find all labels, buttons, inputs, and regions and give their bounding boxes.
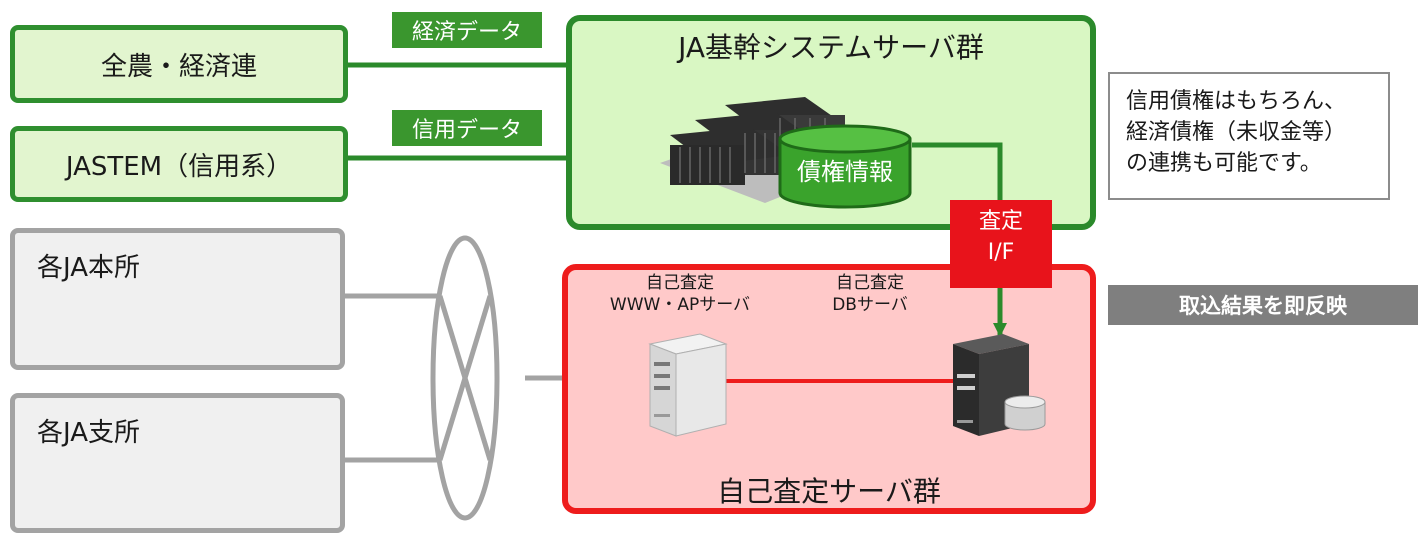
linkage-note-box: 信用債権はもちろん、 経済債権（未収金等） の連携も可能です。 (1108, 72, 1390, 200)
self-group-title: 自己査定サーバ群 (717, 475, 941, 508)
ja-honsho-box: 各JA本所 (10, 228, 345, 370)
www-ap-server-icon (648, 333, 728, 437)
shisho-label: 各JA支所 (37, 418, 140, 448)
ja-shisho-box: 各JA支所 (10, 393, 345, 533)
db-label: 債権情報 (797, 158, 893, 186)
instant-reflect-banner: 取込結果を即反映 (1108, 285, 1418, 325)
note-line-2: 経済債権（未収金等） (1126, 120, 1347, 145)
jastem-source-box: JASTEM（信用系） (10, 126, 348, 202)
note-line-1: 信用債権はもちろん、 (1126, 89, 1347, 114)
note-line-3: の連携も可能です。 (1126, 151, 1322, 176)
shinyo-data-tag: 信用データ (392, 110, 542, 146)
interface-line1: 査定 (978, 209, 1023, 234)
assessment-interface-box: 査定 I/F (950, 200, 1052, 288)
www-server-label-line1: 自己査定 (646, 273, 714, 293)
zennoh-label: 全農・経済連 (100, 51, 257, 82)
zennoh-source-box: 全農・経済連 (10, 25, 348, 103)
db-server-label: 自己査定 DBサーバ (810, 272, 930, 316)
jastem-label: JASTEM（信用系） (65, 151, 293, 182)
interface-line2: I/F (987, 240, 1015, 265)
www-server-label-line2: WWW・APサーバ (609, 295, 751, 315)
db-server-label-line2: DBサーバ (832, 295, 908, 315)
honsho-label: 各JA本所 (37, 253, 140, 283)
keizai-data-tag: 経済データ (392, 12, 542, 48)
database-cylinder-icon (778, 124, 912, 209)
db-server-label-line1: 自己査定 (836, 273, 904, 293)
db-server-icon (953, 334, 1046, 436)
www-server-label: 自己査定 WWW・APサーバ (580, 272, 780, 316)
network-cross-b (437, 295, 493, 461)
ja-core-group-title: JA基幹システムサーバ群 (678, 31, 984, 64)
